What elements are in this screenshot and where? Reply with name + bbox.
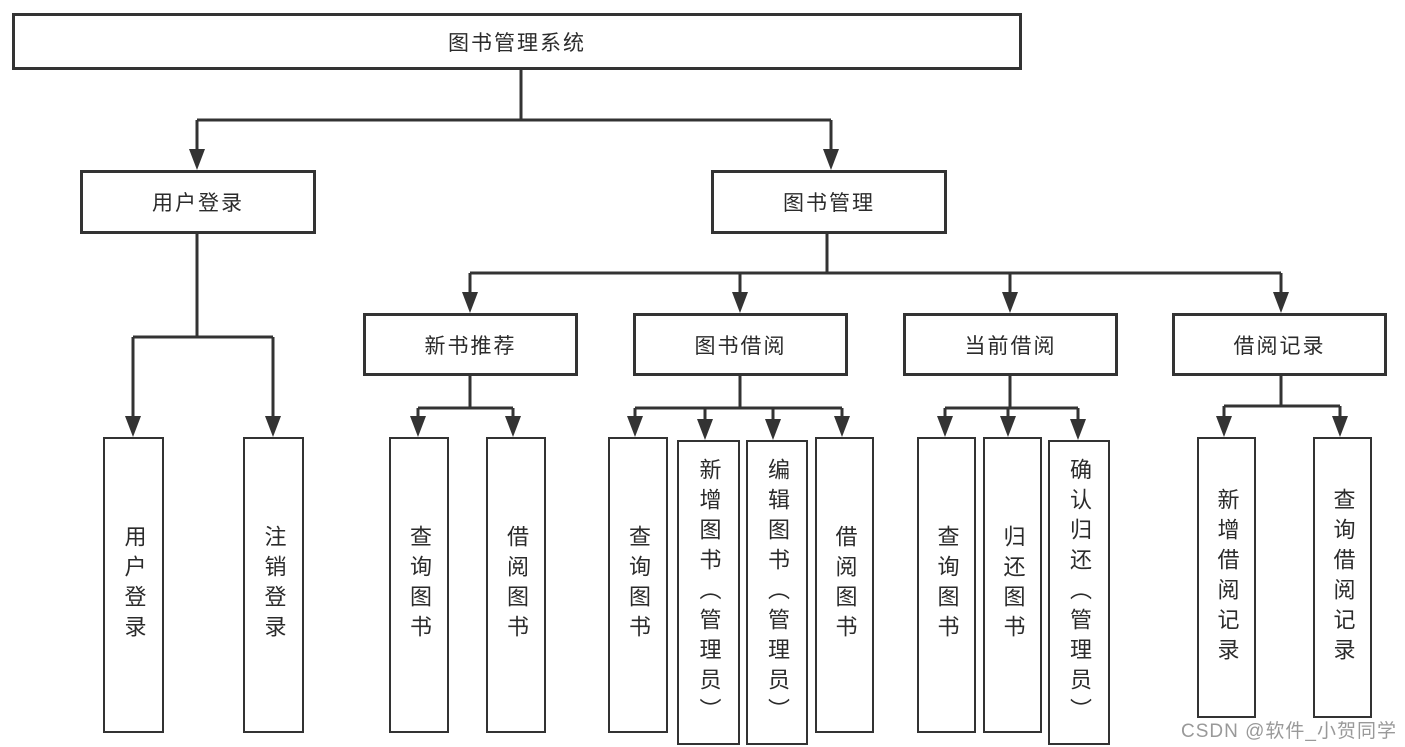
connector-user-login-children bbox=[125, 234, 281, 437]
leaf-edit-books-admin-label: 编辑图书（管理员） bbox=[765, 457, 790, 728]
leaf-return-books: 归还图书 bbox=[983, 437, 1042, 733]
node-root: 图书管理系统 bbox=[12, 13, 1022, 70]
node-borrowing-records-label: 借阅记录 bbox=[1233, 334, 1326, 358]
csdn-watermark: CSDN @软件_小贺同学 bbox=[1181, 721, 1397, 742]
leaf-user-login: 用户登录 bbox=[103, 437, 164, 733]
node-book-management-label: 图书管理 bbox=[783, 192, 875, 215]
node-user-login-label: 用户登录 bbox=[152, 192, 244, 215]
node-current-borrowing-label: 当前借阅 bbox=[964, 334, 1057, 358]
node-book-management: 图书管理 bbox=[711, 170, 947, 234]
leaf-query-books-recommend: 查询图书 bbox=[389, 437, 449, 733]
leaf-borrow-books-borrowing: 借阅图书 bbox=[815, 437, 874, 733]
leaf-add-borrow-record-label: 新增借阅记录 bbox=[1214, 487, 1240, 668]
leaf-return-books-label: 归还图书 bbox=[1000, 525, 1026, 645]
leaf-borrow-books-recommend-label: 借阅图书 bbox=[504, 525, 529, 645]
node-book-borrowing-label: 图书借阅 bbox=[694, 334, 787, 358]
node-new-book-recommend: 新书推荐 bbox=[363, 313, 578, 376]
node-root-label: 图书管理系统 bbox=[448, 31, 586, 55]
leaf-user-login-label: 用户登录 bbox=[121, 525, 147, 645]
leaf-borrow-books-recommend: 借阅图书 bbox=[486, 437, 546, 733]
leaf-confirm-return-admin-label: 确认归还（管理员） bbox=[1067, 457, 1092, 728]
connector-root-to-level2 bbox=[189, 70, 839, 170]
node-borrowing-records: 借阅记录 bbox=[1172, 313, 1387, 376]
node-book-borrowing: 图书借阅 bbox=[633, 313, 848, 376]
leaf-add-books-admin: 新增图书（管理员） bbox=[677, 440, 740, 745]
node-current-borrowing: 当前借阅 bbox=[903, 313, 1118, 376]
leaf-edit-books-admin: 编辑图书（管理员） bbox=[746, 440, 808, 745]
leaf-add-books-admin-label: 新增图书（管理员） bbox=[696, 457, 722, 728]
leaf-query-books-borrowing-label: 查询图书 bbox=[626, 525, 651, 645]
connector-borrowing-records-children bbox=[1216, 376, 1348, 437]
leaf-query-books-borrowing: 查询图书 bbox=[608, 437, 668, 733]
connector-current-borrowing-children bbox=[937, 376, 1086, 440]
leaf-logout-label: 注销登录 bbox=[261, 525, 287, 645]
leaf-query-books-recommend-label: 查询图书 bbox=[407, 525, 432, 645]
connector-new-book-recommend-children bbox=[410, 376, 521, 437]
leaf-query-borrow-record: 查询借阅记录 bbox=[1313, 437, 1372, 718]
connector-book-management-children bbox=[462, 234, 1289, 313]
leaf-borrow-books-borrowing-label: 借阅图书 bbox=[832, 525, 858, 645]
connector-book-borrowing-children bbox=[627, 376, 850, 440]
node-user-login: 用户登录 bbox=[80, 170, 316, 234]
leaf-add-borrow-record: 新增借阅记录 bbox=[1197, 437, 1256, 718]
leaf-confirm-return-admin: 确认归还（管理员） bbox=[1048, 440, 1110, 745]
leaf-query-books-current-label: 查询图书 bbox=[934, 525, 960, 645]
leaf-logout: 注销登录 bbox=[243, 437, 304, 733]
node-new-book-recommend-label: 新书推荐 bbox=[424, 334, 517, 358]
leaf-query-borrow-record-label: 查询借阅记录 bbox=[1330, 487, 1356, 668]
leaf-query-books-current: 查询图书 bbox=[917, 437, 976, 733]
